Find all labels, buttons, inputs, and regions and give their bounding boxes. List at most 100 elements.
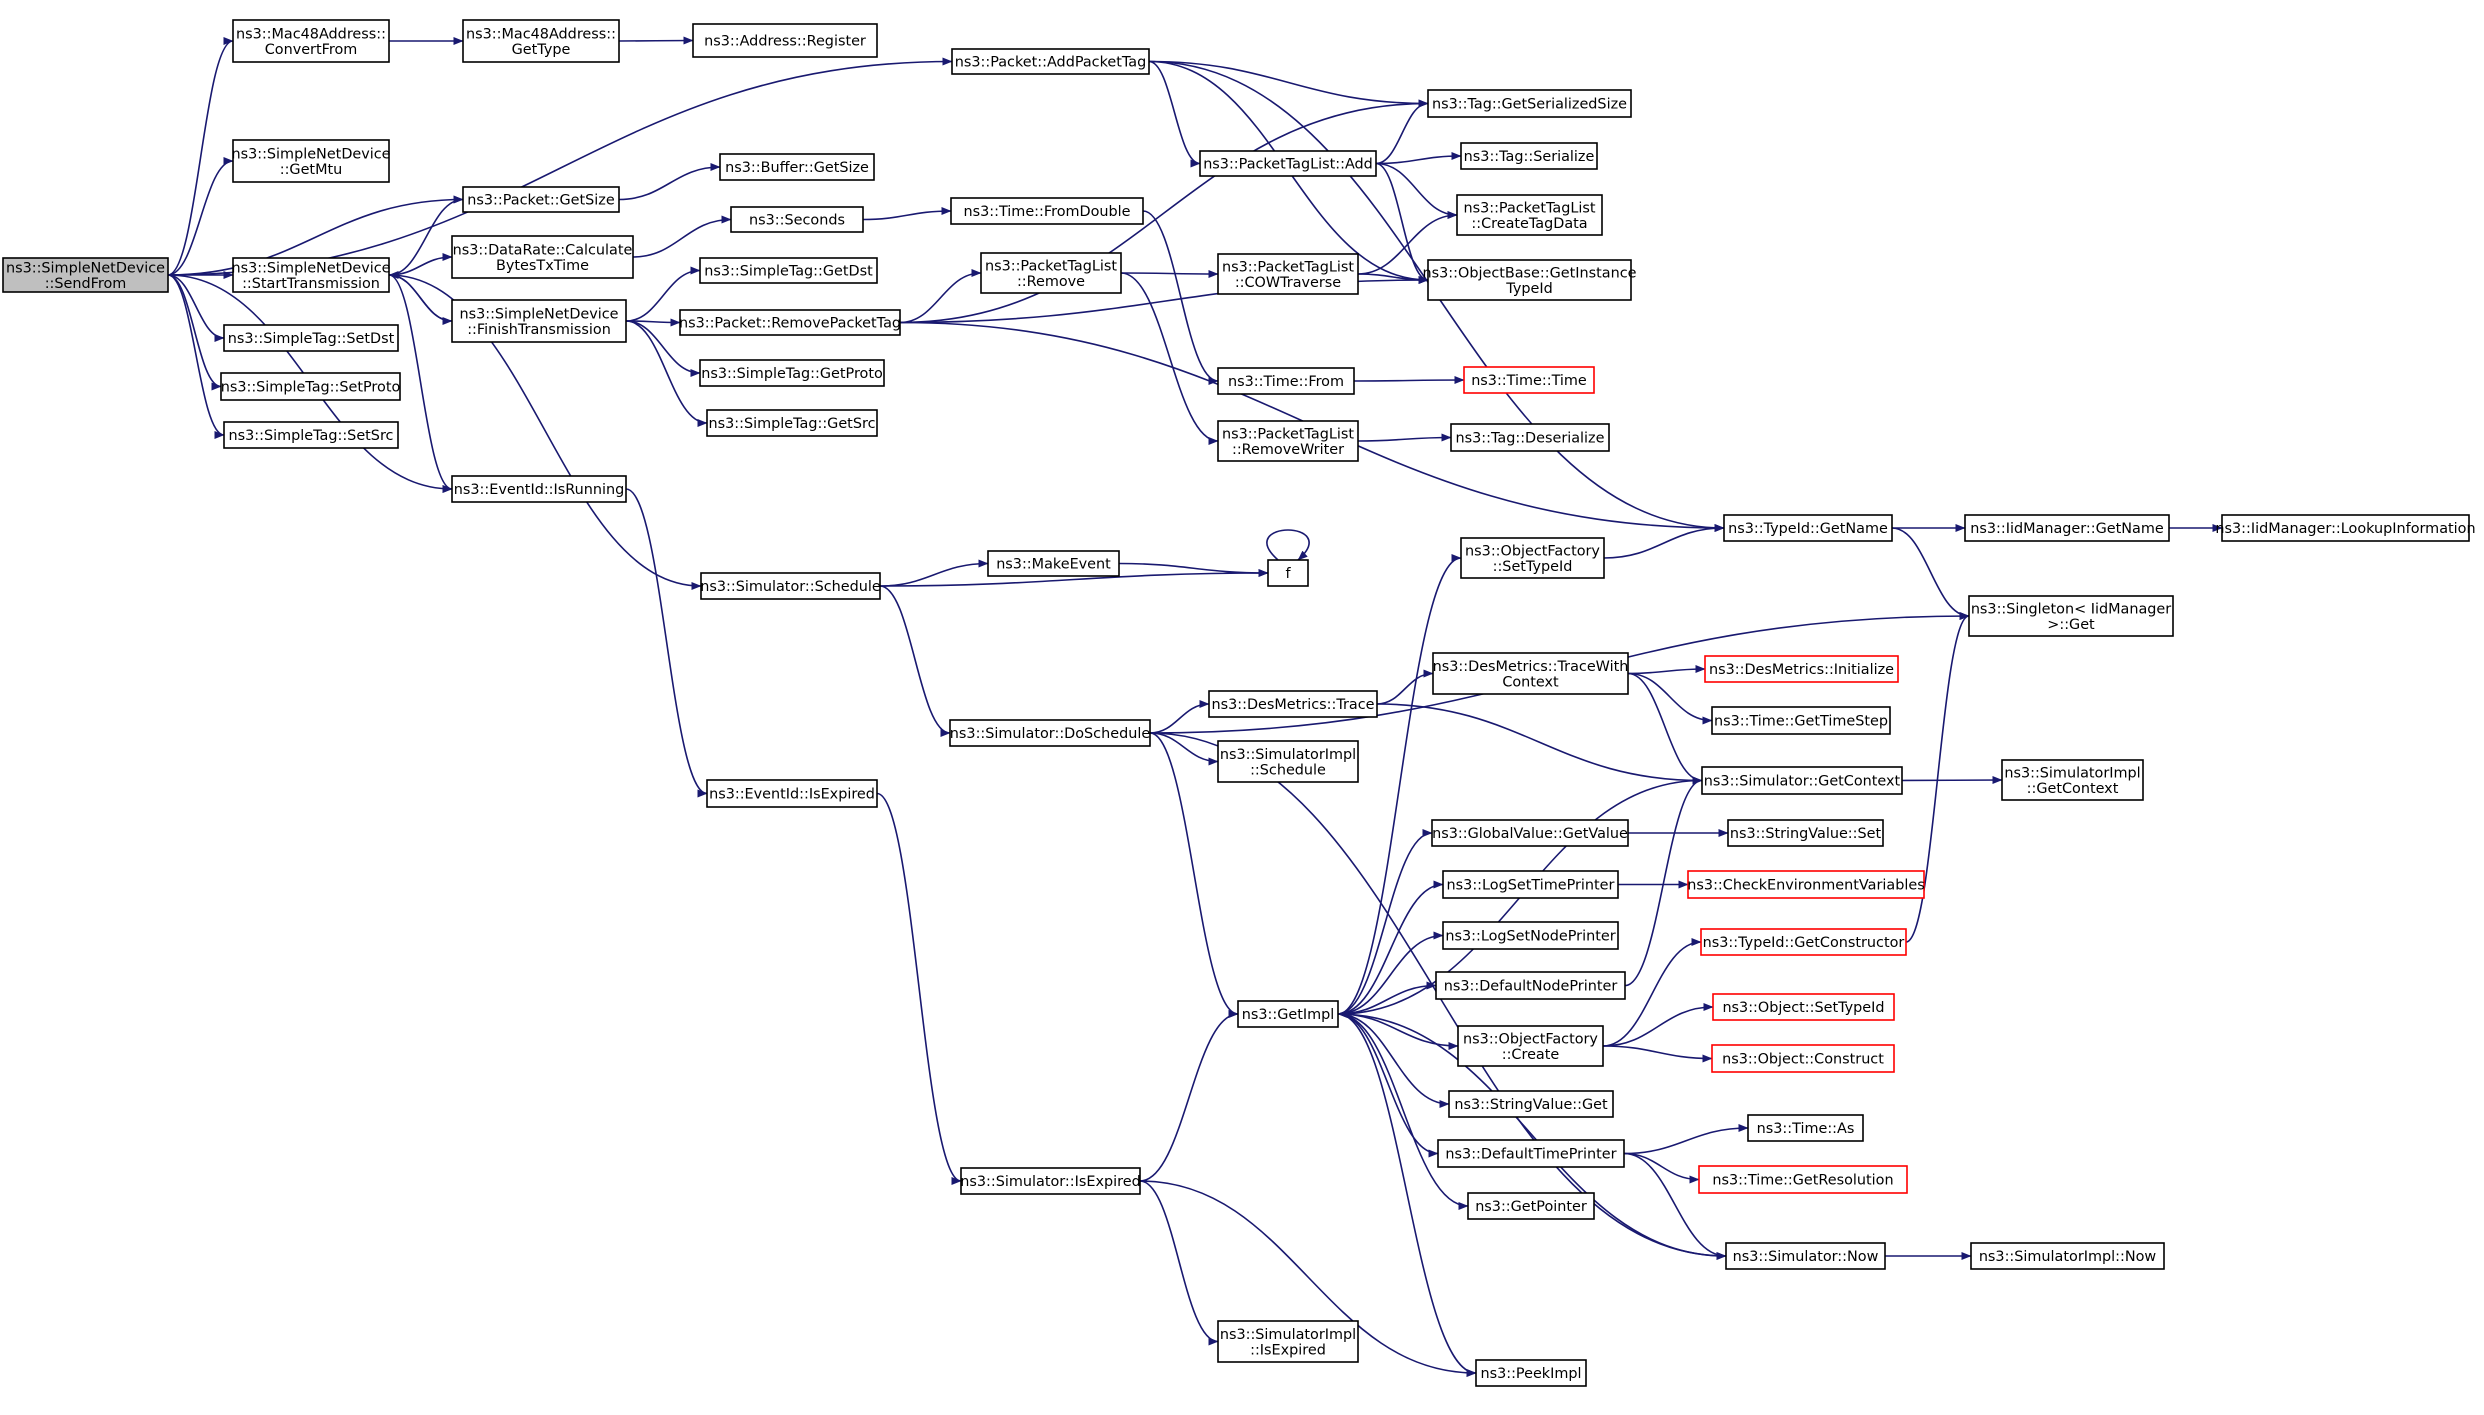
graph-node-isexpired[interactable]: ns3::EventId::IsExpired: [706, 779, 878, 808]
edge-arrow: [1602, 938, 1702, 1047]
graph-node-getresolution[interactable]: ns3::Time::GetResolution: [1698, 1165, 1908, 1194]
graph-node-setsrc[interactable]: ns3::SimpleTag::SetSrc: [223, 421, 399, 449]
graph-node-logsetnodeprinter[interactable]: ns3::LogSetNodePrinter: [1442, 921, 1619, 950]
graph-node-simimplnow[interactable]: ns3::SimulatorImpl::Now: [1970, 1242, 2165, 1270]
graph-node-tagserialize[interactable]: ns3::Tag::Serialize: [1460, 142, 1598, 170]
graph-node-singletonget[interactable]: ns3::Singleton< IidManager>::Get: [1968, 595, 2174, 637]
graph-node-timetime[interactable]: ns3::Time::Time: [1463, 366, 1595, 394]
node-label: ns3::DataRate::Calculate: [453, 242, 633, 258]
graph-node-globalgetvalue[interactable]: ns3::GlobalValue::GetValue: [1431, 819, 1629, 847]
graph-node-makeevent[interactable]: ns3::MakeEvent: [987, 550, 1120, 577]
graph-node-setproto[interactable]: ns3::SimpleTag::SetProto: [220, 372, 401, 401]
graph-node-simimplgetcontext[interactable]: ns3::SimulatorImpl::GetContext: [2001, 759, 2144, 801]
graph-node-sendfrom[interactable]: ns3::SimpleNetDevice::SendFrom: [2, 257, 169, 293]
graph-edge-fromdouble-to-timefrom: [1142, 210, 1219, 385]
graph-edge-starttx-to-schedule: [388, 274, 702, 590]
graph-node-createtagdata[interactable]: ns3::PacketTagList::CreateTagData: [1456, 194, 1603, 236]
graph-node-getmtu[interactable]: ns3::SimpleNetDevice::GetMtu: [231, 139, 391, 183]
graph-node-finishtx[interactable]: ns3::SimpleNetDevice::FinishTransmission: [451, 299, 627, 343]
graph-node-convertfrom[interactable]: ns3::Mac48Address::ConvertFrom: [232, 19, 390, 63]
graph-node-ofsettypeid[interactable]: ns3::ObjectFactory::SetTypeId: [1460, 537, 1605, 579]
graph-node-stringvalueget[interactable]: ns3::StringValue::Get: [1448, 1090, 1614, 1118]
graph-edge-ptladd-to-getinstancetypeid: [1375, 162, 1429, 284]
edge-arrow: [1120, 272, 1219, 445]
graph-node-getpointer[interactable]: ns3::GetPointer: [1467, 1192, 1595, 1220]
graph-node-simisexpired[interactable]: ns3::Simulator::IsExpired: [960, 1167, 1141, 1195]
node-label: ns3::PacketTagList: [985, 258, 1117, 274]
graph-node-tagdeserialize[interactable]: ns3::Tag::Deserialize: [1450, 423, 1610, 452]
graph-node-stringvalueset[interactable]: ns3::StringValue::Set: [1727, 819, 1884, 847]
graph-node-pktgetsize[interactable]: ns3::Packet::GetSize: [462, 186, 620, 213]
graph-edge-sendfrom-to-pktgetsize: [167, 195, 464, 276]
graph-node-objsettypeid[interactable]: ns3::Object::SetTypeId: [1712, 993, 1895, 1021]
graph-node-peekimpl[interactable]: ns3::PeekImpl: [1475, 1359, 1587, 1387]
graph-node-fromdouble[interactable]: ns3::Time::FromDouble: [950, 197, 1144, 225]
graph-node-logsettimeprinter[interactable]: ns3::LogSetTimePrinter: [1442, 870, 1619, 899]
graph-node-mac48gettype[interactable]: ns3::Mac48Address::GetType: [462, 19, 620, 63]
graph-node-removepackettag[interactable]: ns3::Packet::RemovePacketTag: [679, 309, 901, 336]
graph-node-simimplschedule[interactable]: ns3::SimulatorImpl::Schedule: [1217, 740, 1359, 783]
graph-node-simnow[interactable]: ns3::Simulator::Now: [1725, 1242, 1886, 1270]
graph-node-getimpl[interactable]: ns3::GetImpl: [1237, 1000, 1339, 1028]
graph-node-addrregister[interactable]: ns3::Address::Register: [692, 23, 878, 58]
node-label: ns3::Simulator::IsExpired: [960, 1174, 1140, 1190]
graph-edge-defaulttimeprinter-to-timeas: [1623, 1124, 1749, 1155]
graph-edge-ptladd-to-createtagdata: [1375, 162, 1458, 219]
graph-node-timefrom[interactable]: ns3::Time::From: [1217, 367, 1355, 395]
graph-node-doschedule[interactable]: ns3::Simulator::DoSchedule: [949, 719, 1151, 747]
graph-node-objconstruct[interactable]: ns3::Object::Construct: [1711, 1044, 1895, 1073]
graph-node-iidgetname[interactable]: ns3::IidManager::GetName: [1964, 514, 2170, 542]
graph-node-getproto[interactable]: ns3::SimpleTag::GetProto: [699, 359, 885, 387]
graph-node-checkenv[interactable]: ns3::CheckEnvironmentVariables: [1687, 870, 1925, 899]
graph-node-lookupinfo[interactable]: ns3::IidManager::LookupInformation: [2215, 514, 2476, 542]
graph-node-defaultnodeprinter[interactable]: ns3::DefaultNodePrinter: [1435, 971, 1626, 1000]
node-label: ns3::Tag::GetSerializedSize: [1432, 97, 1627, 113]
graph-node-getdst[interactable]: ns3::SimpleTag::GetDst: [699, 257, 878, 284]
graph-node-f[interactable]: f: [1267, 559, 1309, 587]
graph-node-addpackettag[interactable]: ns3::Packet::AddPacketTag: [951, 48, 1150, 75]
edge-arrow: [876, 792, 962, 1185]
graph-node-ptlremove[interactable]: ns3::PacketTagList::Remove: [980, 252, 1122, 294]
node-label: ns3::PacketTagList: [1463, 200, 1595, 216]
graph-node-cowtraverse[interactable]: ns3::PacketTagList::COWTraverse: [1217, 253, 1359, 295]
graph-node-typeidgetctor[interactable]: ns3::TypeId::GetConstructor: [1700, 928, 1907, 956]
node-box: [1725, 1242, 1886, 1270]
edge-arrow: [1623, 1152, 1727, 1260]
node-label: ns3::Simulator::Now: [1733, 1249, 1879, 1265]
node-label: ns3::GetImpl: [1242, 1007, 1335, 1023]
node-label: ns3::IidManager::LookupInformation: [2215, 521, 2475, 537]
graph-node-defaulttimeprinter[interactable]: ns3::DefaultTimePrinter: [1437, 1139, 1625, 1168]
node-label: ::Schedule: [1250, 762, 1326, 778]
graph-node-taggetsersize[interactable]: ns3::Tag::GetSerializedSize: [1427, 89, 1632, 118]
edge-arrow: [1139, 1180, 1477, 1377]
graph-node-schedule[interactable]: ns3::Simulator::Schedule: [700, 572, 881, 600]
graph-node-simimplisexpired[interactable]: ns3::SimulatorImpl::IsExpired: [1217, 1320, 1359, 1363]
graph-node-removewriter[interactable]: ns3::PacketTagList::RemoveWriter: [1217, 420, 1359, 462]
graph-node-gettimestep[interactable]: ns3::Time::GetTimeStep: [1711, 706, 1891, 735]
graph-node-desmetricstrace[interactable]: ns3::DesMetrics::Trace: [1208, 690, 1378, 718]
graph-edge-defaultnodeprinter-to-simgetcontext: [1624, 776, 1703, 987]
graph-edge-simnow-to-getimpl: [1337, 1010, 1727, 1257]
graph-edge-typeidgetctor-to-singletonget: [1905, 612, 1970, 943]
graph-node-starttx[interactable]: ns3::SimpleNetDevice::StartTransmission: [231, 257, 391, 293]
node-label: ns3::SimpleNetDevice: [6, 260, 165, 276]
graph-node-bufgetsize[interactable]: ns3::Buffer::GetSize: [719, 153, 875, 181]
graph-node-typeidgetname[interactable]: ns3::TypeId::GetName: [1723, 514, 1893, 542]
graph-node-desmetricsinit[interactable]: ns3::DesMetrics::Initialize: [1704, 655, 1899, 683]
graph-node-timeas[interactable]: ns3::Time::As: [1747, 1114, 1864, 1142]
graph-edge-f-to-f: [1266, 529, 1310, 561]
edge-arrow: [388, 271, 453, 322]
graph-edge-getimpl-to-logsettimeprinter: [1337, 880, 1444, 1015]
graph-node-simgetcontext[interactable]: ns3::Simulator::GetContext: [1701, 766, 1903, 795]
graph-node-seconds[interactable]: ns3::Seconds: [730, 206, 864, 233]
graph-node-ptladd[interactable]: ns3::PacketTagList::Add: [1199, 150, 1377, 177]
node-box: [451, 475, 627, 503]
graph-node-getsrc[interactable]: ns3::SimpleTag::GetSrc: [706, 409, 878, 437]
graph-node-setdst[interactable]: ns3::SimpleTag::SetDst: [223, 324, 399, 352]
graph-node-isrunning[interactable]: ns3::EventId::IsRunning: [451, 475, 627, 503]
edge-arrow: [879, 585, 951, 737]
graph-node-ofcreate[interactable]: ns3::ObjectFactory::Create: [1457, 1025, 1604, 1067]
